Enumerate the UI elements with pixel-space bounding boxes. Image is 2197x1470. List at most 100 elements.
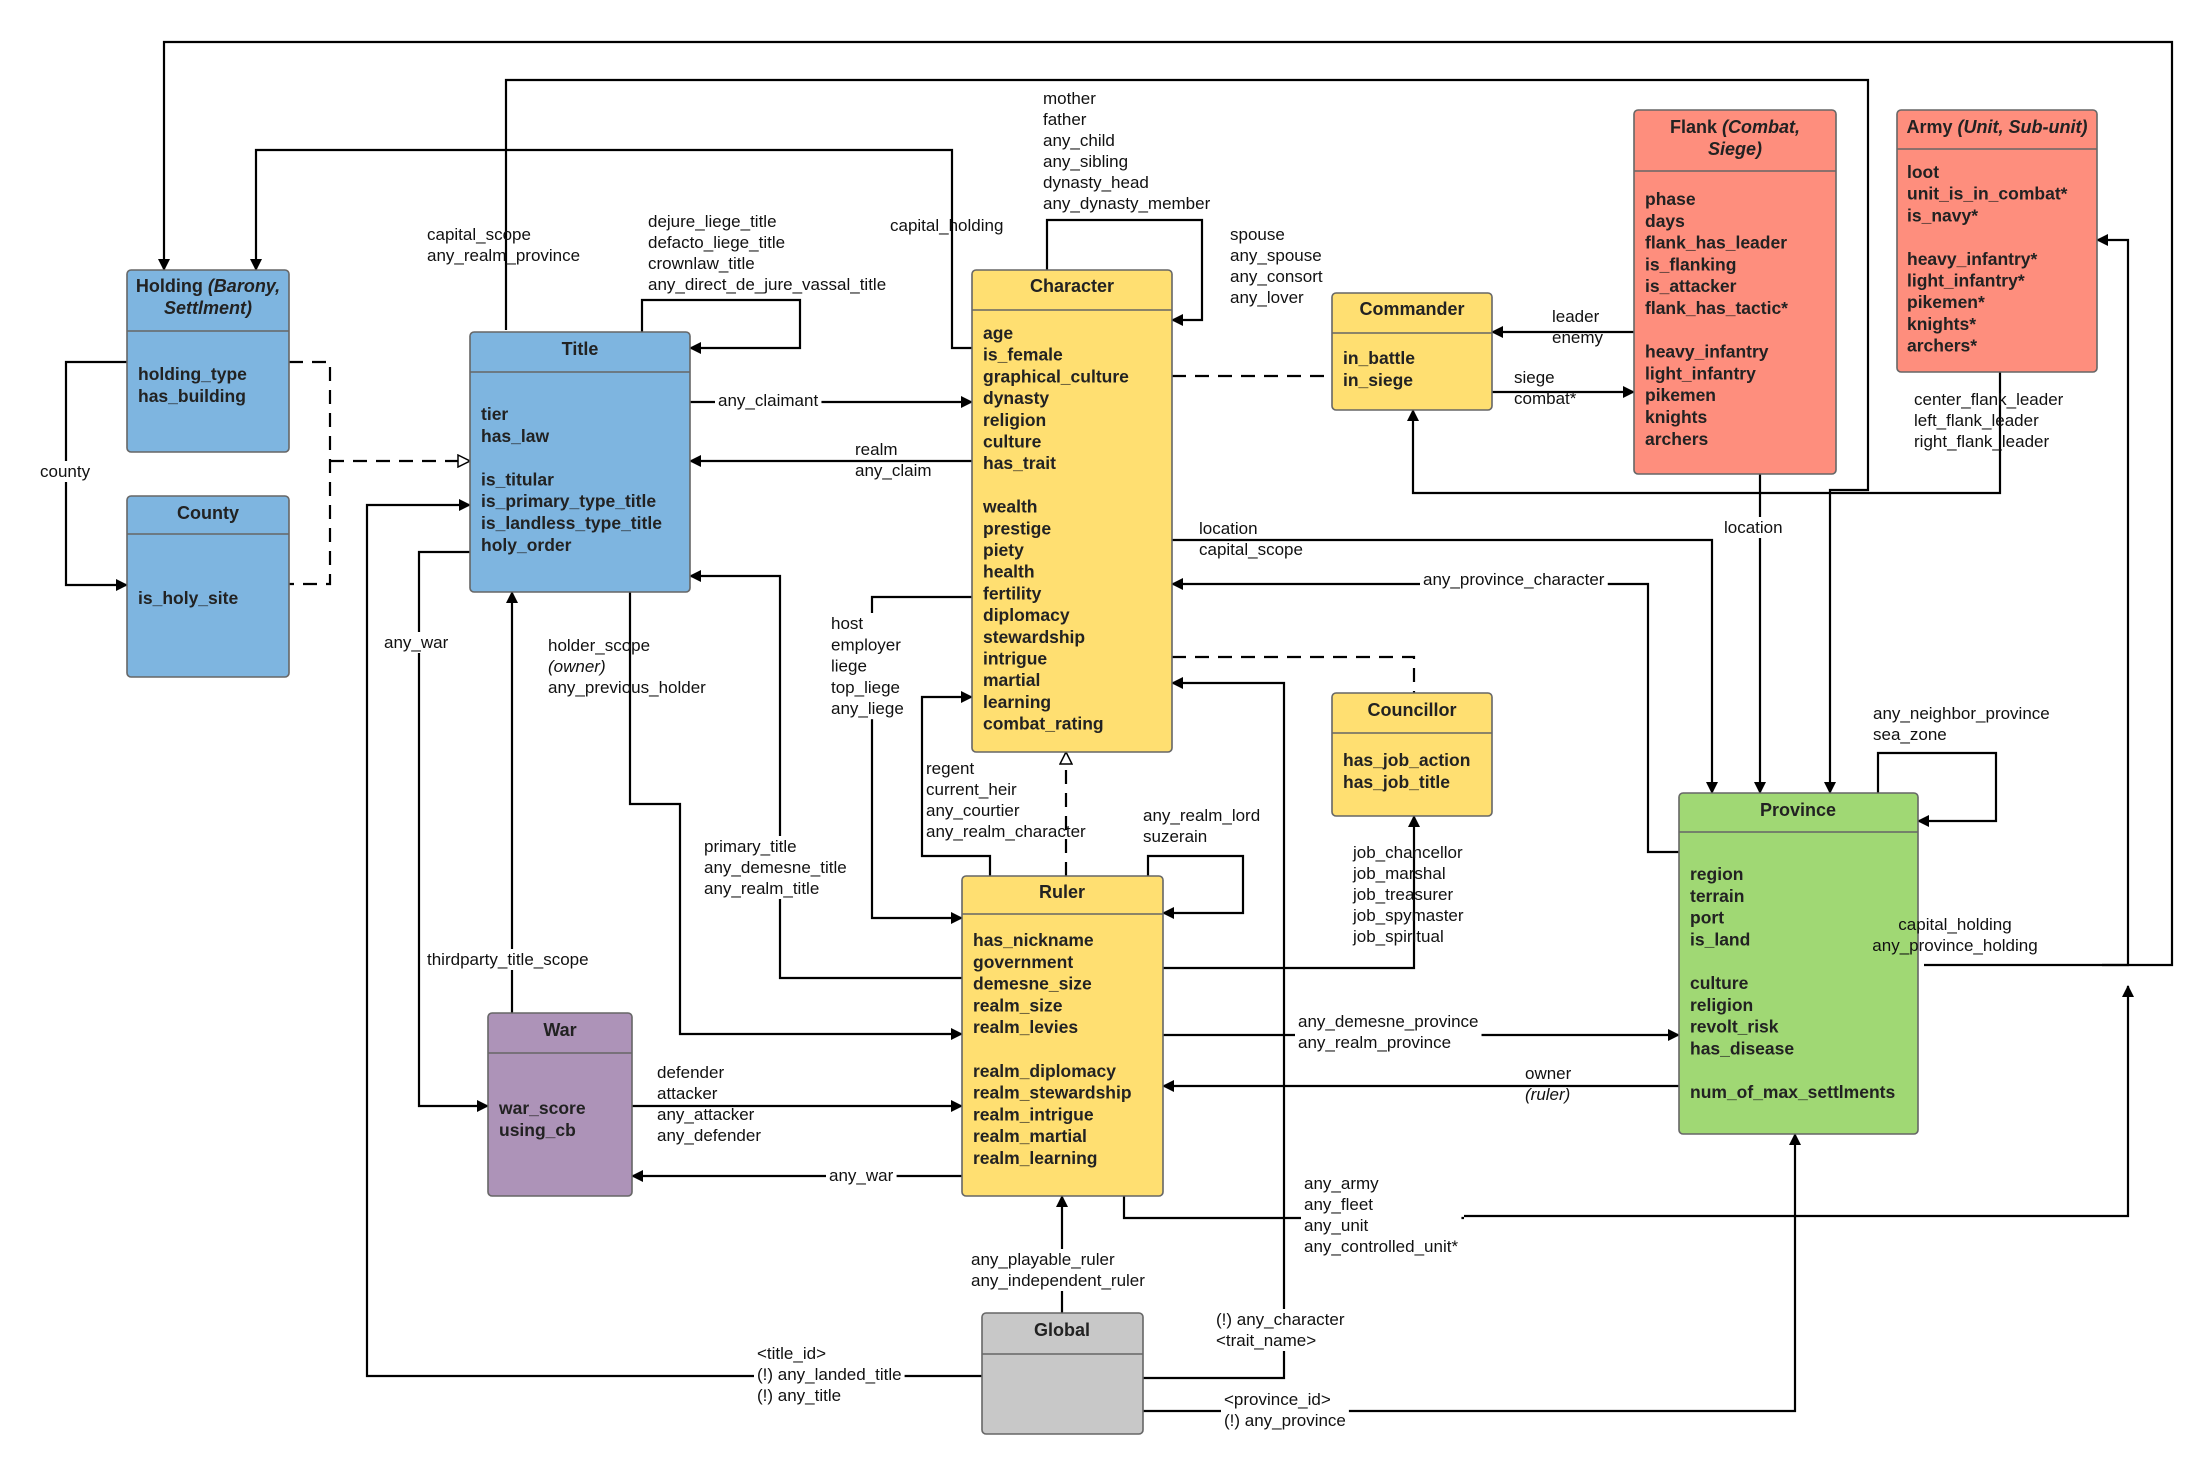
entity-character-attributes-line-10: piety [983,540,1024,560]
label-primary-title-line-1: any_demesne_title [704,858,847,877]
label-any-province-character-bg [1420,569,1608,590]
label-host-line-4: any_liege [831,699,904,718]
entity-holding-attributes-line-0: holding_type [138,364,247,384]
edge-province-army-holding [2096,234,2130,967]
entity-character-attributes-line-5: culture [983,432,1042,452]
entity-ruler-attributes-line-9: realm_martial [973,1126,1087,1146]
label-jobs-line-3: job_spymaster [1352,906,1464,925]
entity-global-box [981,1312,1144,1435]
label-holder-scope: holder_scope [548,636,650,655]
label-playable-line-1: any_independent_ruler [971,1271,1145,1290]
label-flank-leaders-line-0: center_flank_leader [1914,390,2064,409]
entity-title-box [469,331,691,593]
label-any-war-left-bg [381,632,452,653]
label-demesne-province-line-0: any_demesne_province [1298,1012,1479,1031]
entity-county[interactable]: County is_holy_site [126,495,290,678]
entity-commander-attributes-line-0: in_battle [1343,348,1415,368]
label-regent-line-1: current_heir [926,780,1017,799]
entity-holding-title-italic: (Barony, [208,276,280,296]
entity-title-attributes-line-0: tier [481,404,508,424]
label-title-id-bg [754,1343,905,1406]
edge-character-councillor-dashed [1172,655,1416,693]
label-any-character-line-0: (!) any_character [1216,1310,1345,1329]
label-defender-line-2: any_attacker [657,1105,755,1124]
label-siege-line-0: siege [1514,368,1555,387]
entity-character-box [971,269,1173,753]
entity-character-attributes-line-2: graphical_culture [983,366,1129,386]
label-jobs-line-0: job_chancellor [1352,843,1463,862]
edge-province-any-character [1171,578,1679,854]
entity-army-attributes-line-7: knights* [1907,314,1976,334]
entity-flank-attributes-line-0: phase [1645,189,1696,209]
entity-flank-title: Flank [1670,117,1722,137]
label-flank-leaders-line-2: right_flank_leader [1914,432,2049,451]
label-owner-line-0: owner [1525,1064,1572,1083]
edge-army-commander-leaders [1407,372,2002,495]
label-leader-line-1: enemy [1552,328,1604,347]
entity-county-title: County [177,503,239,523]
label-title-id-line-0: <title_id> [757,1344,826,1363]
label-dejure-line-2: crownlaw_title [648,254,755,273]
entity-holding[interactable]: Holding (Barony, Settlment) holding_type… [126,269,290,453]
entity-county-attributes: is_holy_site [138,588,238,608]
svg-text:Holding (Barony,: Holding (Barony, [136,276,280,296]
edges [64,40,2174,1413]
entity-character-attributes-line-14: stewardship [983,627,1085,647]
edge-character-family-loop [1045,218,1204,326]
label-primary-title-bg [701,836,850,899]
label-realm-lord-line-1: suzerain [1143,827,1207,846]
entity-commander-title: Commander [1359,299,1464,319]
entity-character-attributes-line-1: is_female [983,345,1063,365]
label-realm-line-1: any_claim [855,461,932,480]
entity-character-attributes-line-0: age [983,323,1013,343]
edge-province-neighbor-loop [1876,751,1998,827]
edge-character-location [1172,538,1718,794]
entity-global[interactable]: Global [981,1312,1144,1435]
entity-commander-attributes-line-1: in_siege [1343,370,1413,390]
entity-flank-title-line2: Siege) [1708,139,1762,159]
label-any-province-character-line-0: any_province_character [1423,570,1605,589]
label-host-line-1: employer [831,635,901,654]
edge-title-holder-scope [628,592,963,1040]
label-family-line-1: father [1043,110,1087,129]
label-host-line-0: host [831,614,863,633]
entity-character-attributes-line-9: prestige [983,518,1051,538]
label-primary-title-line-2: any_realm_title [704,879,819,898]
entity-flank-attributes-line-7: heavy_infantry [1645,342,1769,362]
entity-army-attributes-line-6: pikemen* [1907,292,1985,312]
entity-army-attributes-line-2: is_navy* [1907,205,1978,225]
entity-title-attributes-line-4: is_primary_type_title [481,491,656,511]
label-flank-leaders-line-1: left_flank_leader [1914,411,2039,430]
label-owner: owner [1525,1064,1572,1083]
label-any-previous-holder-line-0: any_previous_holder [548,678,706,697]
entity-province-attributes-line-8: has_disease [1690,1038,1794,1058]
label-demesne-province-bg [1295,1011,1482,1053]
label-title-id: <title_id>(!) any_landed_title(!) any_ti… [757,1344,902,1405]
entity-commander-box [1331,292,1493,411]
label-primary-title-line-0: primary_title [704,837,797,856]
label-host-line-2: liege [831,657,867,676]
edge-global-any-character [1143,677,1286,1380]
label-owner-ruler: (ruler) [1525,1085,1570,1104]
entity-councillor-attributes-line-0: has_job_action [1343,750,1470,770]
entity-province-attributes-line-0: region [1690,864,1743,884]
